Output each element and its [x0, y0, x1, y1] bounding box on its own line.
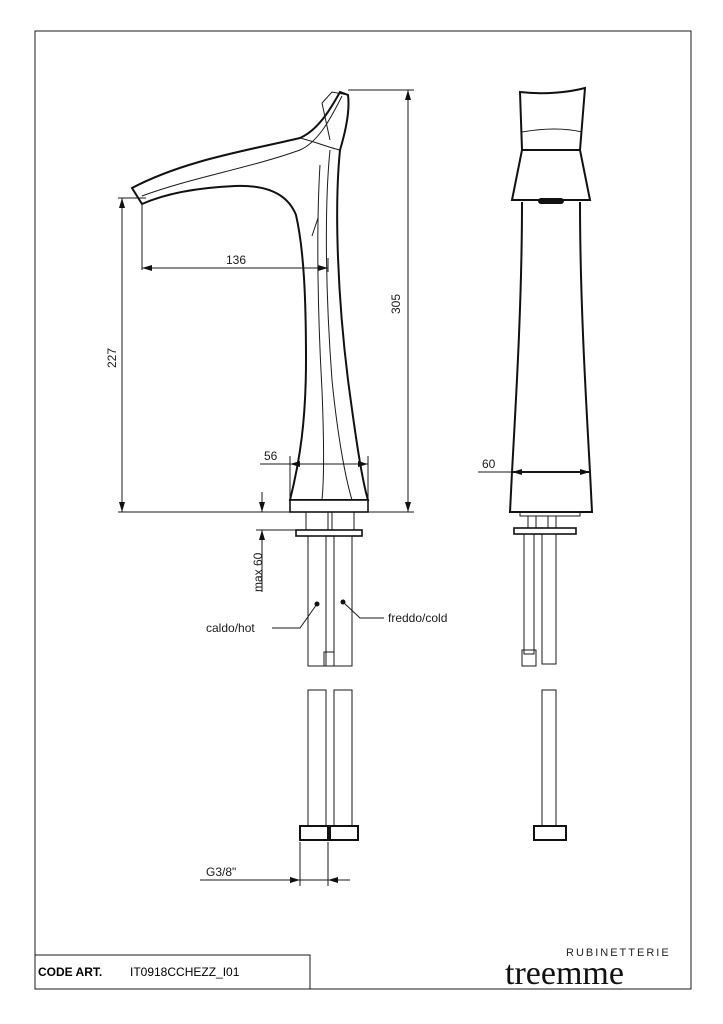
brand-name: treemme — [505, 955, 624, 992]
brand-logo: RUBINETTERIE treemme — [505, 947, 671, 992]
code-label: CODE ART. — [38, 965, 102, 979]
side-dimensions — [118, 89, 414, 886]
aerator — [538, 198, 564, 204]
code-value: IT0918CCHEZZ_I01 — [130, 965, 240, 979]
dim-60: 60 — [482, 457, 496, 471]
side-view — [130, 90, 384, 841]
title-block: CODE ART. IT0918CCHEZZ_I01 — [34, 954, 311, 990]
dim-56: 56 — [264, 449, 278, 463]
front-dimensions — [478, 464, 591, 476]
brand-tagline: RUBINETTERIE — [566, 947, 671, 959]
label-cold: freddo/cold — [388, 611, 447, 625]
dim-thread: G3/8" — [206, 865, 236, 879]
label-hot: caldo/hot — [206, 621, 255, 635]
dim-305: 305 — [389, 294, 403, 314]
dim-136: 136 — [226, 253, 246, 267]
front-view — [508, 86, 594, 841]
drawing-frame — [34, 30, 692, 990]
dim-227: 227 — [105, 348, 119, 368]
dim-max-60: max 60 — [251, 552, 265, 592]
